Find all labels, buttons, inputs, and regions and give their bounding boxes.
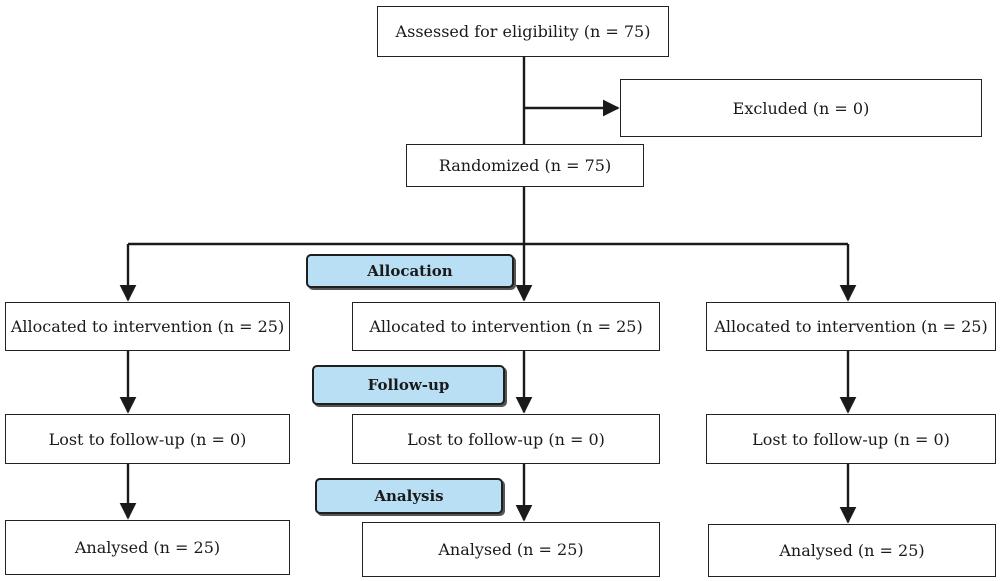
stage-follow-up: Follow-up bbox=[312, 365, 505, 405]
excluded-box: Excluded (n = 0) bbox=[620, 79, 982, 137]
arm-2-allocated-box: Allocated to intervention (n = 25) bbox=[352, 302, 660, 351]
arm-1-lost-box: Lost to follow-up (n = 0) bbox=[5, 414, 290, 464]
arm-1-analysed-box: Analysed (n = 25) bbox=[5, 520, 290, 575]
randomized-box: Randomized (n = 75) bbox=[406, 144, 644, 187]
arm-3-analysed-box: Analysed (n = 25) bbox=[708, 524, 996, 577]
assessed-box: Assessed for eligibility (n = 75) bbox=[377, 6, 669, 57]
arm-3-allocated-box: Allocated to intervention (n = 25) bbox=[706, 302, 996, 351]
arm-2-lost-box: Lost to follow-up (n = 0) bbox=[352, 414, 660, 464]
stage-allocation: Allocation bbox=[306, 254, 514, 288]
arm-2-analysed-box: Analysed (n = 25) bbox=[362, 522, 660, 577]
arm-1-allocated-box: Allocated to intervention (n = 25) bbox=[5, 302, 290, 351]
arm-3-lost-box: Lost to follow-up (n = 0) bbox=[706, 414, 996, 464]
stage-analysis: Analysis bbox=[315, 478, 503, 514]
